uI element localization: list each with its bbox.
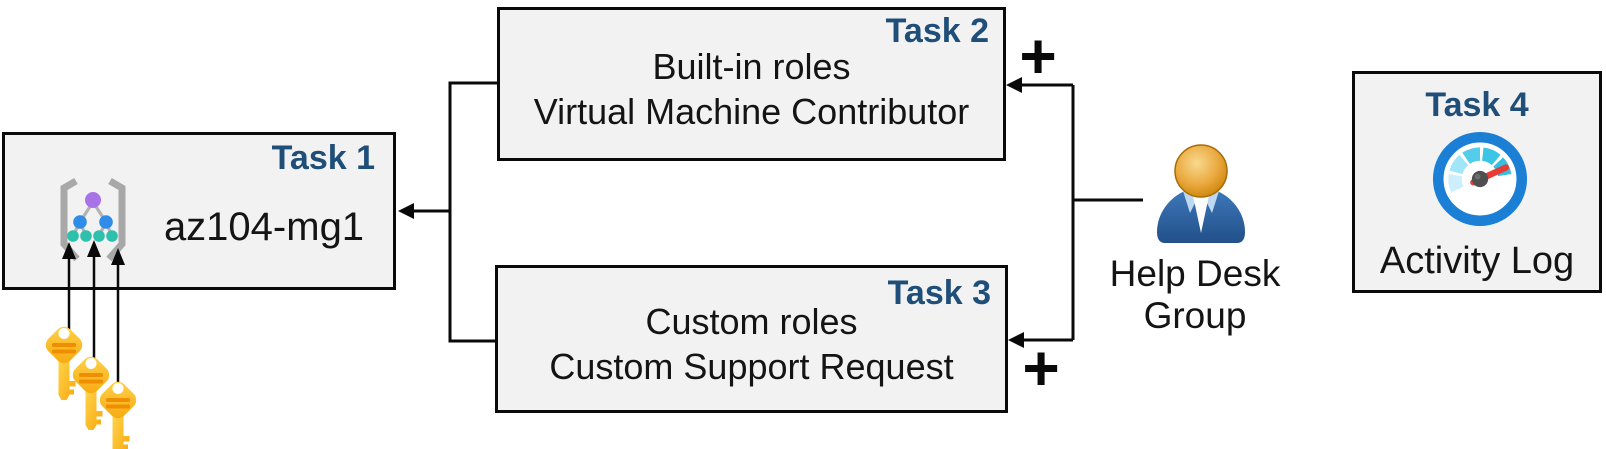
management-group-name: az104-mg1: [163, 205, 365, 249]
key-1: [42, 323, 86, 400]
task4-caption: Activity Log: [1379, 240, 1575, 282]
task4-box: Task 4 Activity Log: [1352, 71, 1602, 293]
task1-label: Task 1: [271, 139, 375, 177]
task3-label: Task 3: [887, 274, 991, 312]
task2-label: Task 2: [885, 12, 989, 50]
help-desk-group-label: Help Desk Group: [1109, 253, 1281, 336]
user-person-icon: [1157, 144, 1245, 243]
task2-box: Task 2 Built-in roles Virtual Machine Co…: [497, 7, 1006, 161]
task3-box: Task 3 Custom roles Custom Support Reque…: [495, 265, 1008, 413]
plus-sign-task2: +: [1019, 20, 1057, 92]
connector-roles-to-mg: [412, 81, 499, 343]
arrowhead-to-task1: [398, 203, 414, 219]
task4-label: Task 4: [1425, 86, 1529, 124]
task3-line1: Custom roles: [645, 301, 858, 342]
management-group-icon: [60, 177, 126, 262]
key-2: [69, 353, 113, 430]
task3-line2: Custom Support Request: [549, 346, 954, 387]
task1-box: Task 1 az104-mg1: [2, 132, 396, 290]
task2-line1: Built-in roles: [652, 46, 851, 87]
key-3: [96, 378, 140, 449]
activity-log-gauge-icon: [1432, 131, 1528, 227]
task2-line2: Virtual Machine Contributor: [533, 91, 970, 132]
plus-sign-task3: +: [1022, 332, 1060, 404]
keys-icon: [42, 323, 140, 449]
